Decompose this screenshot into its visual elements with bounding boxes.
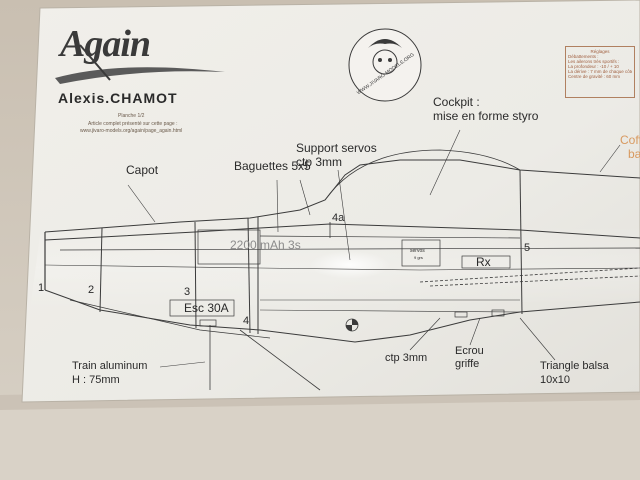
logo-text: Again xyxy=(60,23,151,65)
label-coffre-1: Coffre xyxy=(620,133,640,147)
article-url: www.jivaro-models.org/again/page_again.h… xyxy=(80,128,183,134)
label-rx: Rx xyxy=(476,255,491,269)
station-number: 3 xyxy=(184,286,191,298)
label-support-servos-1: Support servos xyxy=(296,141,377,155)
station-number: 5 xyxy=(524,242,531,254)
label-triangle-1: Triangle balsa xyxy=(540,360,609,372)
stamp-eye-right xyxy=(388,58,392,62)
label-coffre-2: ba xyxy=(628,147,640,161)
fuselage-drawing xyxy=(44,129,640,391)
station-number: 4a xyxy=(332,212,345,224)
label-ecrou-2: griffe xyxy=(455,358,480,370)
logo-swoosh xyxy=(55,67,225,84)
article-line: Article complet présenté sur cette page … xyxy=(88,121,178,127)
sheet-number: Planche 1/2 xyxy=(118,113,145,119)
settings-line: Débattements : xyxy=(568,54,599,59)
label-triangle-2: 10x10 xyxy=(540,374,570,386)
stamp-hair xyxy=(368,39,402,48)
author-name: Alexis.CHAMOT xyxy=(58,90,178,106)
station-number: 1 xyxy=(38,282,45,294)
stamp-eye-left xyxy=(378,58,382,62)
settings-line: Les ailerons très sportifs : xyxy=(568,59,620,64)
settings-line: La dérive : 7 mm de chaque côté xyxy=(568,69,632,74)
label-ctp: ctp 3mm xyxy=(385,352,428,364)
logo-swoosh-line xyxy=(79,44,111,81)
settings-box: Réglages Débattements : Les ailerons trè… xyxy=(565,46,635,98)
settings-line: La profondeur : -10 / + 10 xyxy=(568,64,619,69)
bottom-board xyxy=(0,395,640,480)
settings-line: Centre de gravité : 60 mm xyxy=(568,74,621,79)
label-capot: Capot xyxy=(126,163,159,177)
label-battery: 2200 mAh 3s xyxy=(230,238,301,252)
label-servos: servos xyxy=(410,248,425,254)
label-ecrou-1: Ecrou xyxy=(455,345,484,357)
station-number: 4 xyxy=(243,315,250,327)
flash-glare xyxy=(310,251,390,279)
label-baguettes: Baguettes 5x5 xyxy=(234,159,311,173)
label-cockpit-1: Cockpit : xyxy=(433,95,480,109)
stamp-circle xyxy=(348,28,422,102)
label-servos-weight: 9 grs xyxy=(414,255,423,260)
settings-title: Réglages xyxy=(590,49,610,54)
label-train-2: H : 75mm xyxy=(72,374,120,386)
label-cockpit-2: mise en forme styro xyxy=(433,109,539,123)
cg-symbol-fill xyxy=(346,319,358,331)
stamp-face xyxy=(372,49,398,75)
label-support-servos-2: ctp 3mm xyxy=(296,155,343,169)
label-train-1: Train aluminum xyxy=(72,360,148,372)
station-number: 2 xyxy=(88,284,95,296)
label-esc: Esc 30A xyxy=(184,301,229,315)
